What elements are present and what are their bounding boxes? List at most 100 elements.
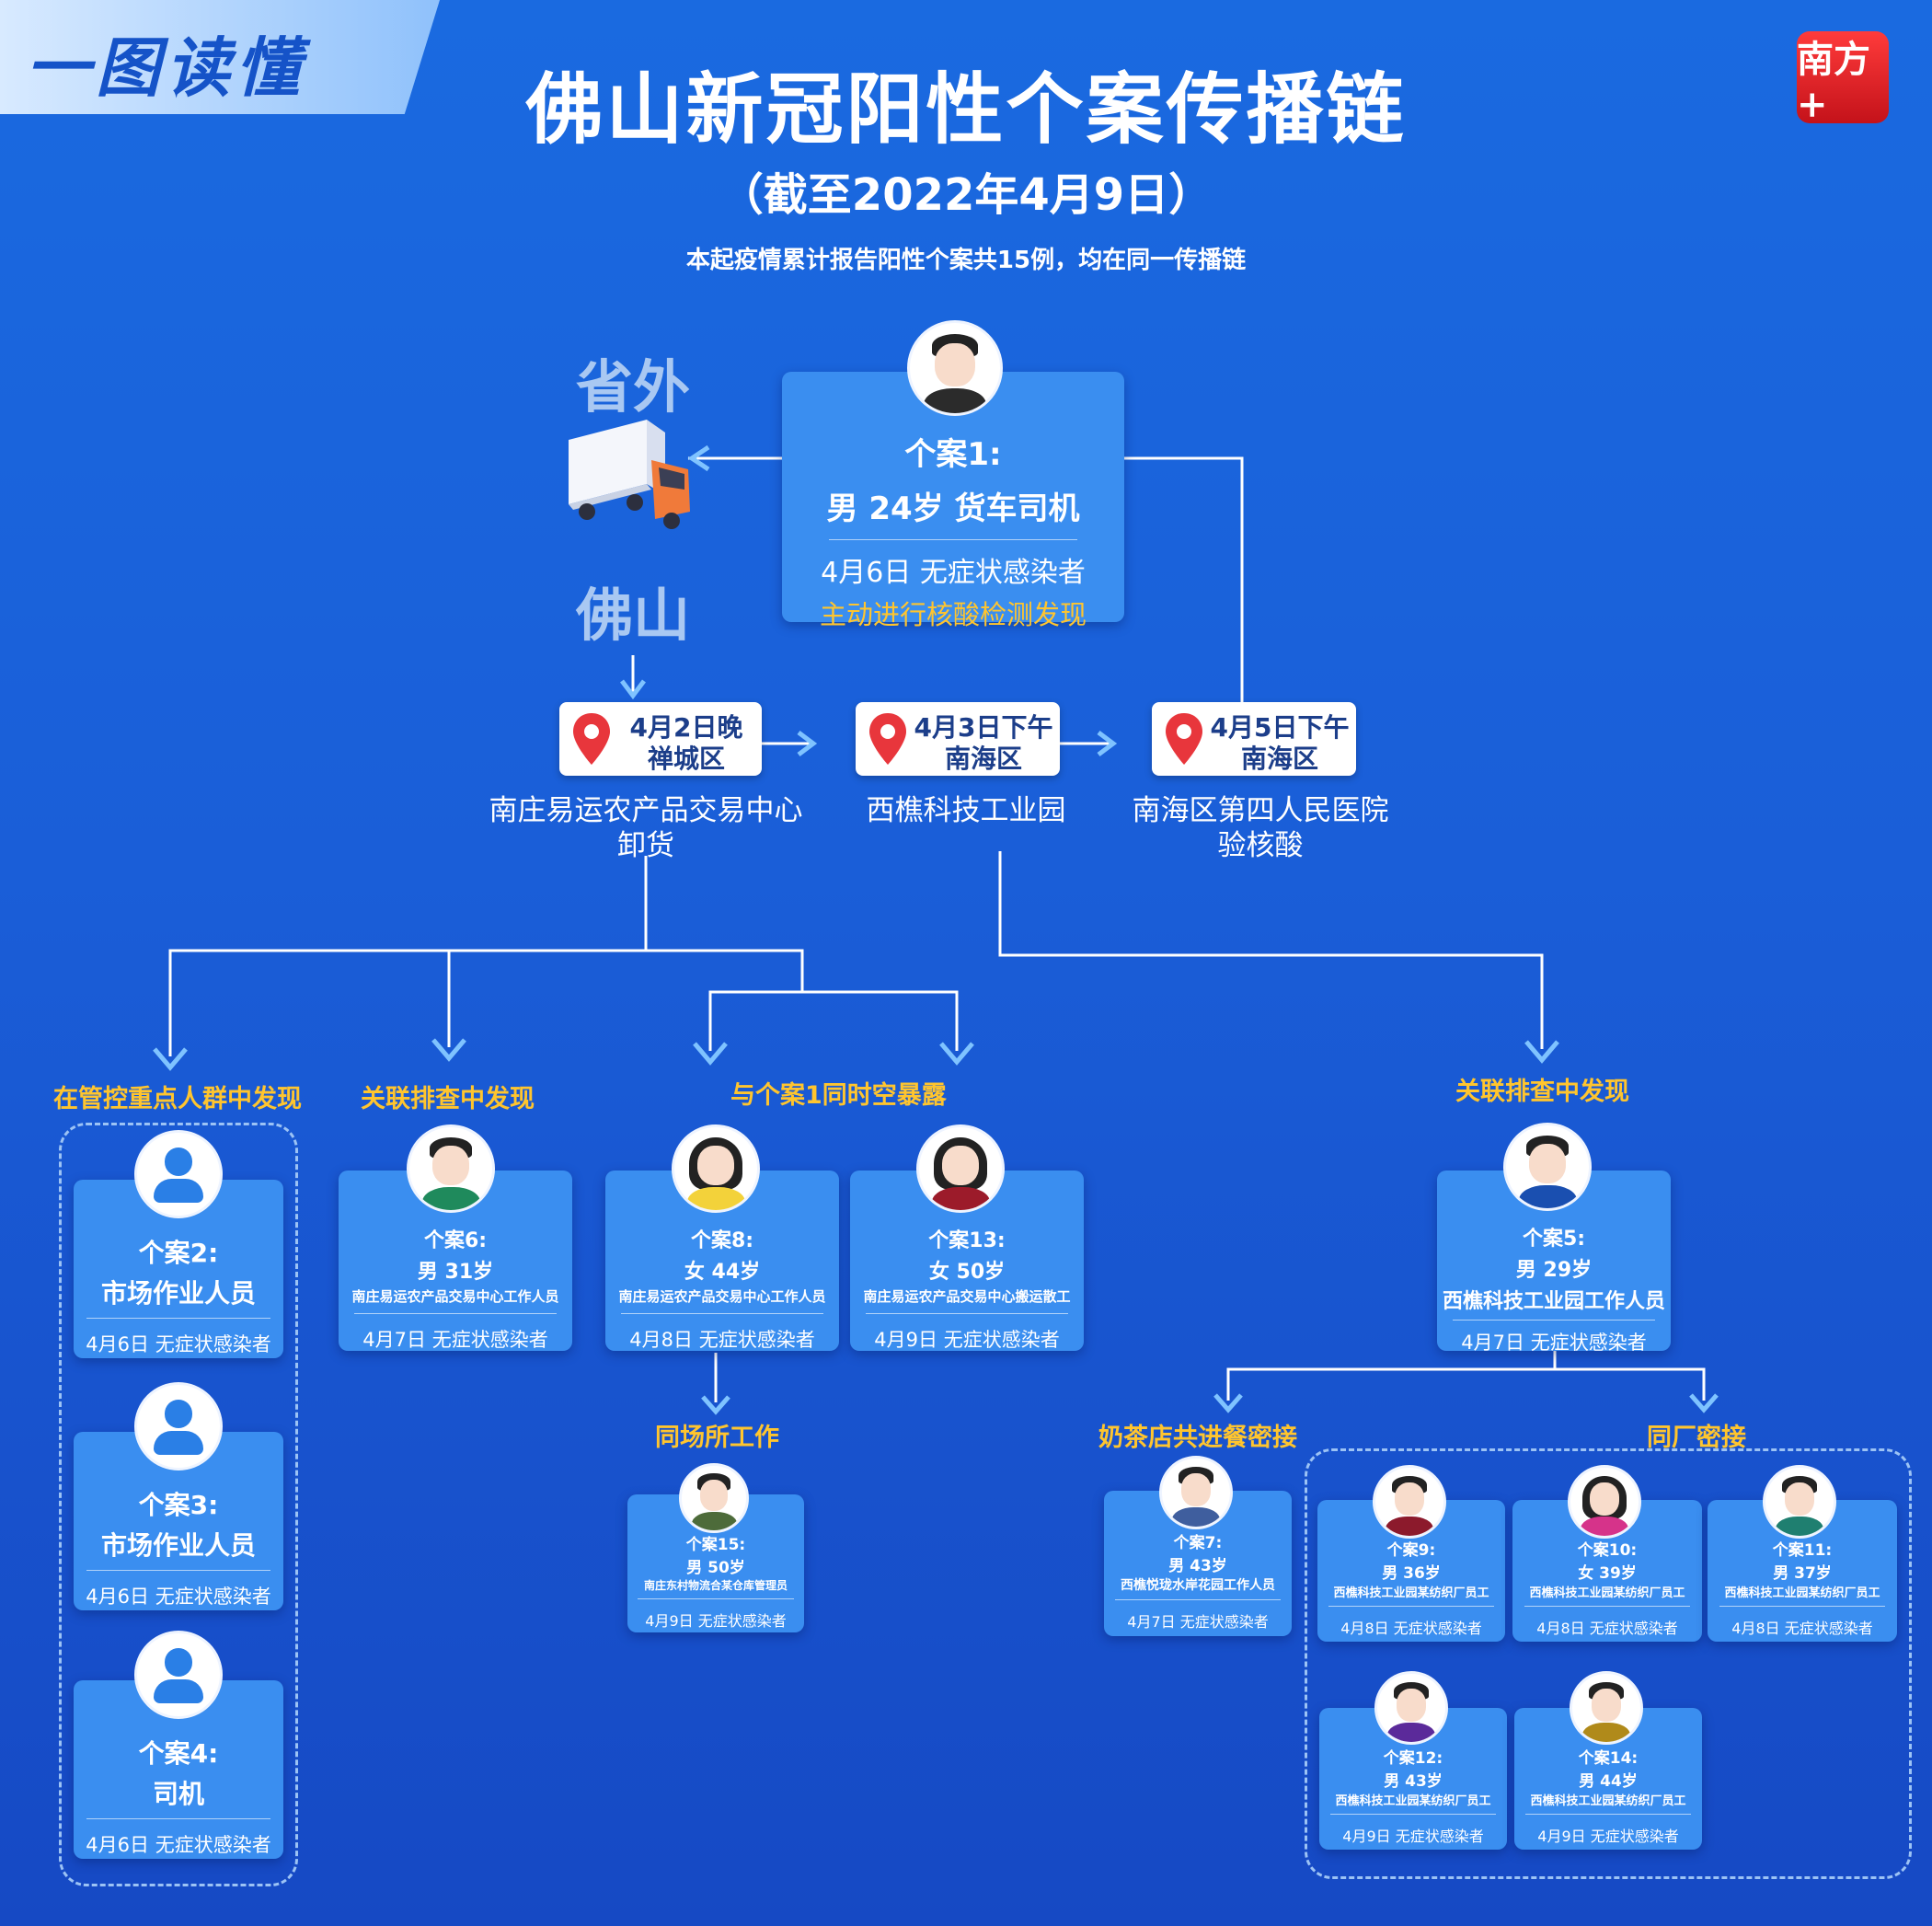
case14-status: 4月9日 无症状感染者 (1537, 1828, 1679, 1845)
group-label-same-time: 与个案1同时空暴露 (730, 1081, 947, 1110)
case2-label: 个案2: (138, 1238, 219, 1268)
case15-info: 男 50岁 (686, 1559, 745, 1577)
case4-label: 个案4: (138, 1738, 219, 1769)
arrow-icon (687, 444, 710, 472)
separator (1453, 1320, 1655, 1321)
location-pin-icon (1166, 713, 1202, 765)
separator (829, 539, 1077, 540)
separator (638, 1598, 794, 1599)
case8-job: 南庄易运农产品交易中心工作人员 (618, 1288, 826, 1305)
case4-status: 4月6日 无症状感染者 (86, 1834, 271, 1856)
case10-card: 个案10: 女 39岁 西樵科技工业园某纺织厂员工 4月8日 无症状感染者 (1512, 1500, 1702, 1642)
location-pin-icon (573, 713, 610, 765)
case3-status: 4月6日 无症状感染者 (86, 1586, 271, 1608)
region-outside: 省外 (576, 353, 691, 421)
separator (866, 1313, 1068, 1314)
logo: 南方+ (1797, 31, 1889, 126)
location-2-place: 西樵科技工业园 (828, 793, 1104, 828)
separator (1330, 1814, 1496, 1815)
case3-info: 市场作业人员 (100, 1530, 256, 1561)
case5-label: 个案5: (1522, 1228, 1586, 1251)
line-case1-hospital (1124, 456, 1244, 709)
arrow-icon (1689, 1393, 1719, 1413)
case1-note: 主动进行核酸检测发现 (819, 599, 1087, 630)
separator (86, 1818, 270, 1819)
case15-status: 4月9日 无症状感染者 (645, 1612, 787, 1630)
case7-avatar-icon (1159, 1456, 1233, 1529)
separator (1115, 1599, 1281, 1600)
case11-job: 西樵科技工业园某纺织厂员工 (1724, 1586, 1880, 1600)
case5-job: 西樵科技工业园工作人员 (1442, 1290, 1665, 1313)
case10-label: 个案10: (1577, 1541, 1638, 1560)
location-1-time: 4月2日晚 (629, 712, 743, 743)
case14-label: 个案14: (1578, 1749, 1639, 1768)
page-description: 本起疫情累计报告阳性个案共15例，均在同一传播链 (685, 247, 1247, 274)
arrow-icon (1524, 1040, 1559, 1064)
truck-icon (569, 420, 690, 529)
group-label-milk-tea: 奶茶店共进餐密接 (1098, 1424, 1297, 1452)
arrow-icon (431, 1038, 466, 1062)
case10-avatar-icon (1568, 1465, 1641, 1539)
case6-status: 4月7日 无症状感染者 (362, 1329, 548, 1351)
group-label-related-1: 关联排查中发现 (361, 1085, 535, 1113)
location-2-time: 4月3日下午 (914, 712, 1053, 743)
page-title: 佛山新冠阳性个案传播链 (525, 64, 1407, 155)
case11-avatar-icon (1763, 1465, 1836, 1539)
case6-job: 南庄易运农产品交易中心工作人员 (351, 1288, 559, 1305)
case4-avatar-icon (134, 1631, 223, 1719)
case3-label: 个案3: (138, 1490, 219, 1520)
location-1-place-name: 南庄易运农产品交易中心 (489, 794, 803, 827)
case10-info: 女 39岁 (1578, 1564, 1637, 1583)
separator (86, 1318, 270, 1319)
case12-status: 4月9日 无症状感染者 (1342, 1828, 1484, 1845)
case9-avatar-icon (1373, 1465, 1446, 1539)
arrow-icon (1213, 1393, 1243, 1413)
case9-label: 个案9: (1386, 1541, 1436, 1560)
case14-avatar-icon (1570, 1671, 1643, 1745)
case8-avatar-icon (672, 1124, 760, 1213)
case1-avatar-icon (907, 320, 1003, 416)
location-2-place-name: 西樵科技工业园 (866, 794, 1066, 827)
arrow-icon (693, 1042, 728, 1066)
location-pin-icon (869, 713, 906, 765)
case13-info: 女 50岁 (928, 1261, 1006, 1284)
group-label-same-place: 同场所工作 (655, 1424, 779, 1452)
location-1-action: 卸货 (617, 829, 674, 862)
case7-info: 男 43岁 (1168, 1557, 1227, 1575)
banner-text: 一图读懂 (26, 30, 305, 106)
group-box-same-factory (1305, 1448, 1912, 1879)
case2-status: 4月6日 无症状感染者 (86, 1333, 271, 1355)
case15-avatar-icon (679, 1463, 749, 1533)
case1-status: 4月6日 无症状感染者 (821, 557, 1086, 589)
separator (1719, 1606, 1885, 1607)
separator (1525, 1814, 1691, 1815)
location-1-place: 南庄易运农产品交易中心 卸货 (460, 793, 832, 863)
location-3-action: 验核酸 (1217, 829, 1304, 862)
arrow-icon (620, 679, 646, 700)
group-box-managed (59, 1123, 298, 1886)
case2-info: 市场作业人员 (100, 1278, 256, 1309)
location-3-place: 南海区第四人民医院 验核酸 (1104, 793, 1417, 863)
location-1-district: 禅城区 (647, 744, 725, 774)
region-foshan: 佛山 (576, 582, 691, 649)
separator (621, 1313, 823, 1314)
case13-job: 南庄易运农产品交易中心搬运散工 (863, 1288, 1071, 1305)
location-1: 4月2日晚 禅城区 (559, 702, 762, 776)
case11-info: 男 37岁 (1773, 1564, 1832, 1583)
case14-info: 男 44岁 (1579, 1772, 1638, 1791)
separator (354, 1313, 557, 1314)
arrow-icon (153, 1047, 188, 1071)
case8-label: 个案8: (690, 1229, 754, 1252)
location-3-place-name: 南海区第四人民医院 (1132, 794, 1389, 827)
case13-status: 4月9日 无症状感染者 (874, 1329, 1060, 1351)
case12-avatar-icon (1374, 1671, 1448, 1745)
case12-label: 个案12: (1383, 1749, 1443, 1768)
case8-info: 女 44岁 (684, 1261, 761, 1284)
case3-avatar-icon (134, 1382, 223, 1470)
case1-label: 个案1: (904, 436, 1002, 473)
separator (1524, 1606, 1690, 1607)
case10-job: 西樵科技工业园某纺织厂员工 (1529, 1586, 1685, 1600)
arrow-icon (701, 1395, 730, 1415)
case9-card: 个案9: 男 36岁 西樵科技工业园某纺织厂员工 4月8日 无症状感染者 (1317, 1500, 1505, 1642)
